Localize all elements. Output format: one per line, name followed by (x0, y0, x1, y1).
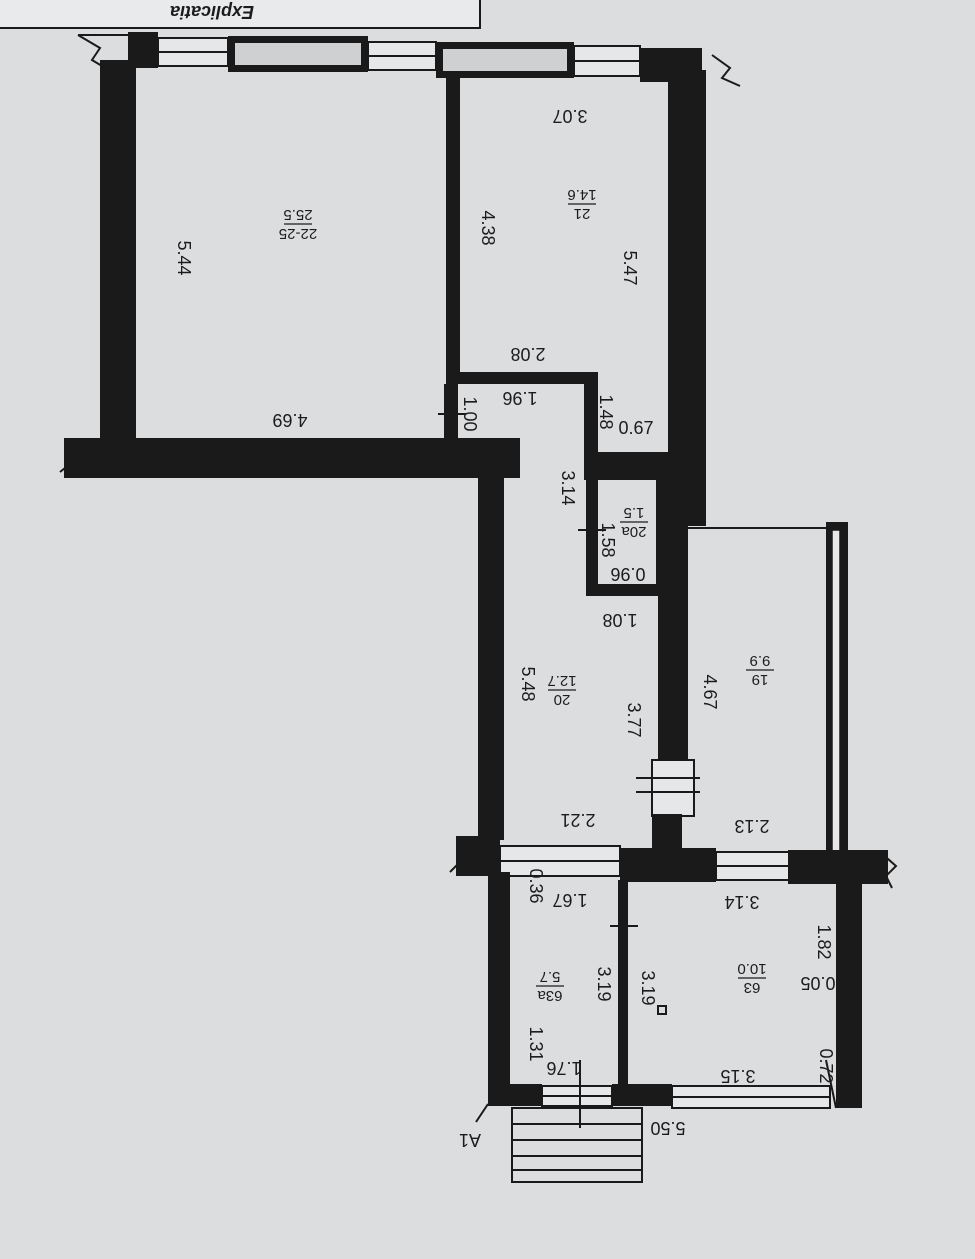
dim-3-14-a: 3.14 (558, 470, 578, 505)
dim-3-19-b: 3.19 (638, 970, 658, 1005)
room-area: 25.5 (283, 206, 312, 223)
room-id: 63 (744, 979, 761, 996)
dim-3-77: 3.77 (624, 702, 644, 737)
dim-0-67: 0.67 (618, 418, 653, 438)
dim-3-19-a: 3.19 (594, 966, 614, 1001)
entrance-label: A1 (459, 1130, 481, 1150)
room-area: 1.5 (624, 504, 645, 521)
dim-1-67: 1.67 (552, 890, 587, 910)
header-box: Explicatia (0, 0, 481, 29)
marker-square (657, 1005, 667, 1015)
walls (59, 32, 898, 1183)
dim-5-47: 5.47 (620, 250, 640, 285)
dim-4-67: 4.67 (700, 674, 720, 709)
dim-2-21: 2.21 (560, 810, 595, 830)
room-area: 14.6 (567, 186, 596, 203)
dim-1-82: 1.82 (814, 924, 834, 959)
dim-3-15: 3.15 (720, 1066, 755, 1086)
room-id: 21 (574, 205, 591, 222)
dim-1-00: 1.00 (460, 396, 480, 431)
room-id: 22-25 (279, 225, 317, 242)
dim-1-08: 1.08 (602, 610, 637, 630)
room-label-63: 63 10.0 (737, 960, 766, 996)
dim-0-72: 0.72 (816, 1048, 836, 1083)
dim-5-50: 5.50 (650, 1118, 685, 1138)
dim-4-38: 4.38 (478, 210, 498, 245)
dim-1-58: 1.58 (598, 522, 618, 557)
room-label-22-25: 22-25 25.5 (279, 206, 317, 242)
dim-1-31: 1.31 (526, 1026, 546, 1061)
room-area: 10.0 (737, 960, 766, 977)
dim-1-76: 1.76 (546, 1058, 581, 1078)
dim-2-13: 2.13 (734, 816, 769, 836)
room-id: 19 (752, 671, 769, 688)
room-label-20: 20 12.7 (547, 672, 576, 708)
dim-5-44: 5.44 (174, 240, 194, 275)
dim-3-07: 3.07 (552, 106, 587, 126)
room-label-19: 199.9 (746, 652, 774, 688)
dim-0-05: 0.05 (800, 973, 835, 993)
dim-2-08: 2.08 (510, 344, 545, 364)
room-area: 9.9 (750, 652, 771, 669)
room-id: 20 (554, 691, 571, 708)
header-label: Explicatia (170, 2, 254, 22)
dim-0-96: 0.96 (610, 564, 645, 584)
dim-1-48: 1.48 (596, 394, 616, 429)
dim-3-14-b: 3.14 (724, 892, 759, 912)
dim-1-96: 1.96 (502, 388, 537, 408)
dim-4-69: 4.69 (272, 410, 307, 430)
room-id: 63a (537, 987, 563, 1004)
dimension-labels: 5.44 4.38 5.47 1.00 1.48 3.14 1.58 5.48 … (174, 106, 836, 1138)
dim-5-48: 5.48 (518, 666, 538, 701)
room-label-21: 21 14.6 (567, 186, 596, 222)
entrance-stairs (475, 1060, 643, 1183)
dim-0-36: 0.36 (526, 868, 546, 903)
room-area: 12.7 (547, 672, 576, 689)
room-area: 5.7 (540, 968, 561, 985)
room-id: 20a (621, 523, 647, 540)
